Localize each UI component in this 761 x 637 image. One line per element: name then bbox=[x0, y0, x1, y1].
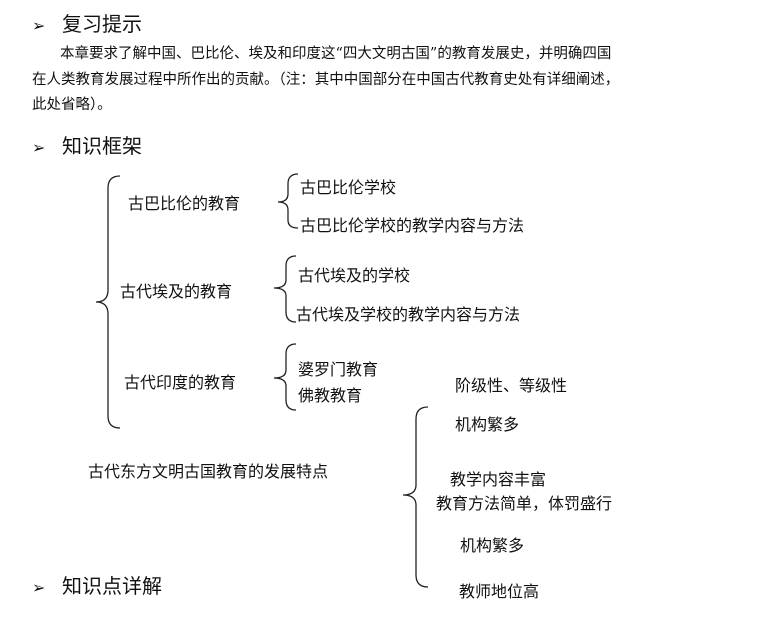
node-eastern-features: 古代东方文明古国教育的发展特点 bbox=[88, 462, 329, 481]
node-brahmin-education: 婆罗门教育 bbox=[298, 360, 379, 379]
section-heading-details: ➢ 知识点详解 bbox=[32, 570, 162, 599]
section-heading-review: ➢ 复习提示 bbox=[32, 8, 142, 37]
section-title: 复习提示 bbox=[62, 12, 142, 36]
feature-many-institutions-2: 机构繁多 bbox=[460, 536, 525, 555]
node-india-education: 古代印度的教育 bbox=[124, 373, 237, 392]
feature-class-hierarchy: 阶级性、等级性 bbox=[455, 376, 568, 395]
feature-simple-methods: 教育方法简单，体罚盛行 bbox=[436, 494, 613, 513]
node-babylon-school: 古巴比伦学校 bbox=[300, 178, 397, 197]
node-egypt-education: 古代埃及的教育 bbox=[120, 282, 233, 301]
node-egypt-teaching: 古代埃及学校的教学内容与方法 bbox=[296, 305, 521, 324]
feature-teacher-status: 教师地位高 bbox=[459, 582, 540, 601]
arrow-bullet-icon: ➢ bbox=[32, 138, 46, 157]
node-buddhist-education: 佛教教育 bbox=[298, 386, 363, 405]
node-egypt-school: 古代埃及的学校 bbox=[298, 266, 411, 285]
india-bracket bbox=[273, 343, 297, 411]
arrow-bullet-icon: ➢ bbox=[32, 578, 46, 597]
feature-rich-content: 教学内容丰富 bbox=[450, 470, 547, 489]
review-paragraph-line-2: 在人类教育发展过程中所作出的贡献。（注：其中中国部分在中国古代教育史处有详细阐述… bbox=[32, 72, 620, 88]
section-title: 知识框架 bbox=[62, 134, 142, 158]
feature-many-institutions: 机构繁多 bbox=[455, 415, 520, 434]
review-paragraph-line-1: 本章要求了解中国、巴比伦、埃及和印度这“四大文明古国”的教育发展史，并明确四国 bbox=[60, 46, 612, 62]
node-babylon-education: 古巴比伦的教育 bbox=[128, 194, 241, 213]
review-paragraph-line-3: 此处省略）。 bbox=[32, 97, 112, 113]
section-title: 知识点详解 bbox=[62, 574, 162, 598]
section-heading-framework: ➢ 知识框架 bbox=[32, 130, 142, 159]
babylon-bracket bbox=[277, 173, 299, 229]
main-bracket bbox=[95, 175, 121, 429]
arrow-bullet-icon: ➢ bbox=[32, 16, 46, 35]
node-babylon-teaching: 古巴比伦学校的教学内容与方法 bbox=[300, 216, 525, 235]
egypt-bracket bbox=[273, 255, 297, 323]
features-bracket bbox=[402, 406, 429, 588]
